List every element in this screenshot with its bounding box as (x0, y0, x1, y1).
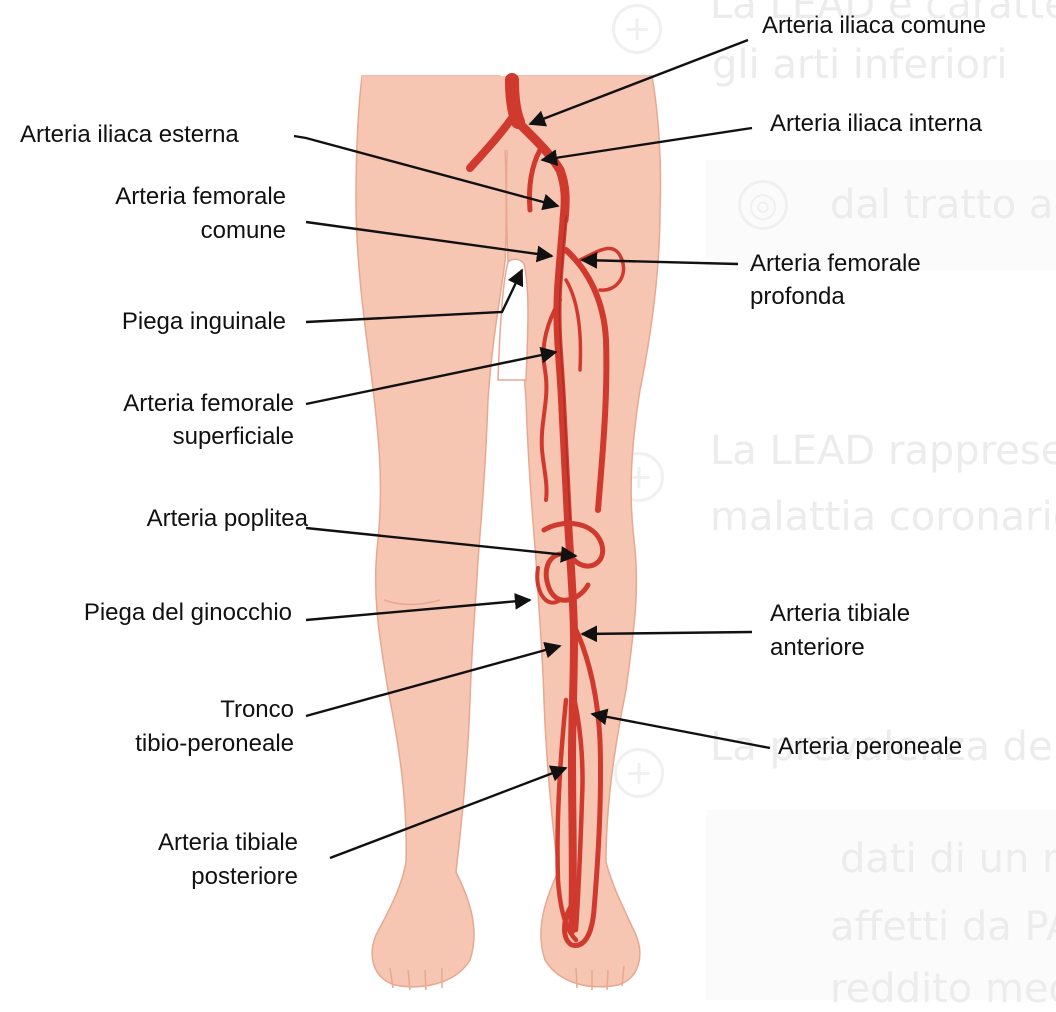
left-leg (356, 76, 506, 987)
right-leg (507, 76, 661, 987)
label-arteria-tibiale-anteriore-line2: anteriore (770, 632, 865, 664)
label-arteria-tibiale-posteriore-line1: Arteria tibiale (158, 827, 298, 859)
label-arteria-iliaca-esterna: Arteria iliaca esterna (20, 119, 239, 151)
label-tronco-tibio-peroneale-line2: tibio-peroneale (135, 728, 294, 760)
label-arteria-tibiale-posteriore-line2: posteriore (191, 861, 298, 893)
label-arteria-peroneale: Arteria peroneale (778, 731, 962, 763)
label-arteria-iliaca-comune: Arteria iliaca comune (762, 10, 986, 42)
label-piega-inguinale: Piega inguinale (122, 306, 286, 338)
label-arteria-iliaca-interna: Arteria iliaca interna (770, 108, 982, 140)
diagram-canvas: La LEAD è caratte gli arti inferiori + d… (0, 0, 1056, 991)
label-arteria-tibiale-anteriore-line1: Arteria tibiale (770, 598, 910, 630)
label-arteria-femorale-superficiale-line2: superficiale (173, 421, 294, 453)
label-arteria-poplitea: Arteria poplitea (147, 503, 308, 535)
label-arteria-femorale-comune-line1: Arteria femorale (115, 181, 286, 213)
label-arteria-femorale-superficiale-line1: Arteria femorale (123, 388, 294, 420)
label-tronco-tibio-peroneale-line1: Tronco (220, 694, 294, 726)
label-arteria-femorale-profonda-line1: Arteria femorale (750, 248, 921, 280)
label-arteria-femorale-comune-line2: comune (201, 215, 286, 247)
label-arteria-femorale-profonda-line2: profonda (750, 281, 845, 313)
label-piega-del-ginocchio: Piega del ginocchio (84, 597, 292, 629)
